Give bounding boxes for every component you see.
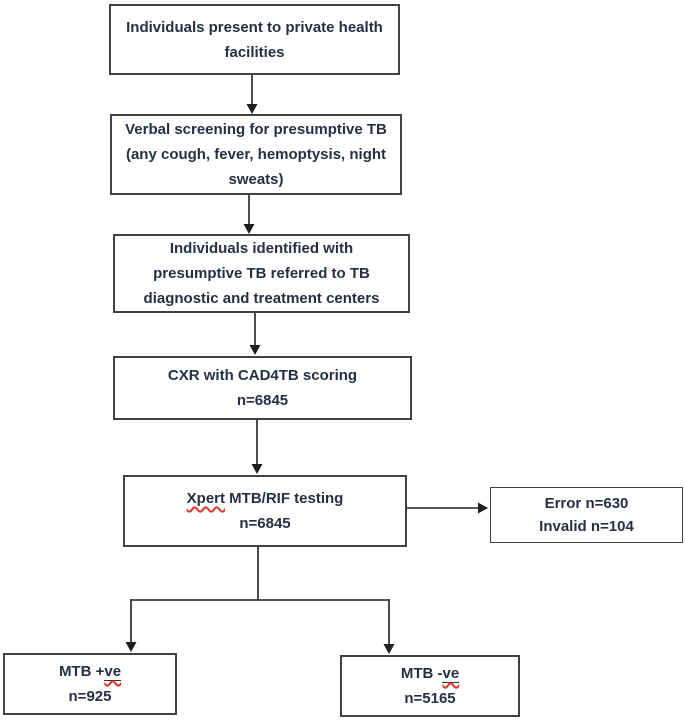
spellcheck-squiggle-text: ve	[104, 663, 122, 681]
box-count: n=6845	[239, 515, 291, 532]
box-text-line: diagnostic and treatment centers	[143, 290, 380, 307]
box-text-line: Individuals present to private health	[126, 18, 383, 36]
branch-xpert-to-results	[125, 547, 395, 654]
box-count: n=5165	[404, 690, 456, 707]
flow-box-mtb-negative: MTB -ve n=5165	[340, 655, 520, 717]
box-text-line: presumptive TB referred to TB	[153, 265, 370, 282]
box-text-line: CXR with CAD4TB scoring	[167, 367, 358, 384]
box-text-line: Error n=630	[544, 495, 629, 512]
box-text-line: MTB -ve	[400, 661, 460, 686]
arrow-screening-to-identified	[243, 195, 255, 234]
box-text-line: Verbal screening for presumptive TB	[125, 121, 387, 138]
flow-box-xpert-testing: Xpert MTB/RIF testing n=6845	[123, 475, 407, 547]
box-text-line: Xpert MTB/RIF testing	[187, 486, 344, 511]
arrow-private-to-screening	[246, 75, 258, 114]
flow-box-private-facilities: Individuals present to private health fa…	[109, 4, 400, 75]
box-text-line: Individuals identified with	[169, 240, 354, 257]
flow-box-verbal-screening: Verbal screening for presumptive TB (any…	[110, 114, 402, 195]
flow-box-mtb-positive: MTB +ve n=925	[3, 653, 177, 715]
box-text-prefix: MTB +	[58, 663, 105, 680]
flow-box-identified-referred: Individuals identified with presumptive …	[113, 234, 410, 313]
flow-box-error-invalid: Error n=630 Invalid n=104	[490, 487, 683, 543]
arrow-identified-to-cxr	[249, 313, 261, 355]
box-text-line: facilities	[224, 43, 285, 61]
box-text-line: Invalid n=104	[539, 518, 634, 535]
box-text-line: (any cough, fever, hemoptysis, night	[125, 146, 387, 163]
box-text-line: sweats)	[228, 171, 284, 188]
spellcheck-squiggle-text: Xpert	[186, 490, 225, 507]
flow-box-cxr-cad4tb: CXR with CAD4TB scoring n=6845	[113, 356, 412, 420]
box-text-rest: MTB/RIF testing	[225, 490, 344, 507]
box-text-prefix: MTB -	[400, 665, 443, 682]
box-text-line: MTB +ve	[58, 659, 122, 684]
spellcheck-squiggle-text: ve	[442, 665, 460, 683]
box-count: n=925	[68, 688, 112, 705]
arrow-cxr-to-xpert	[251, 420, 263, 474]
box-count: n=6845	[236, 392, 289, 409]
arrow-xpert-to-error	[407, 502, 488, 514]
